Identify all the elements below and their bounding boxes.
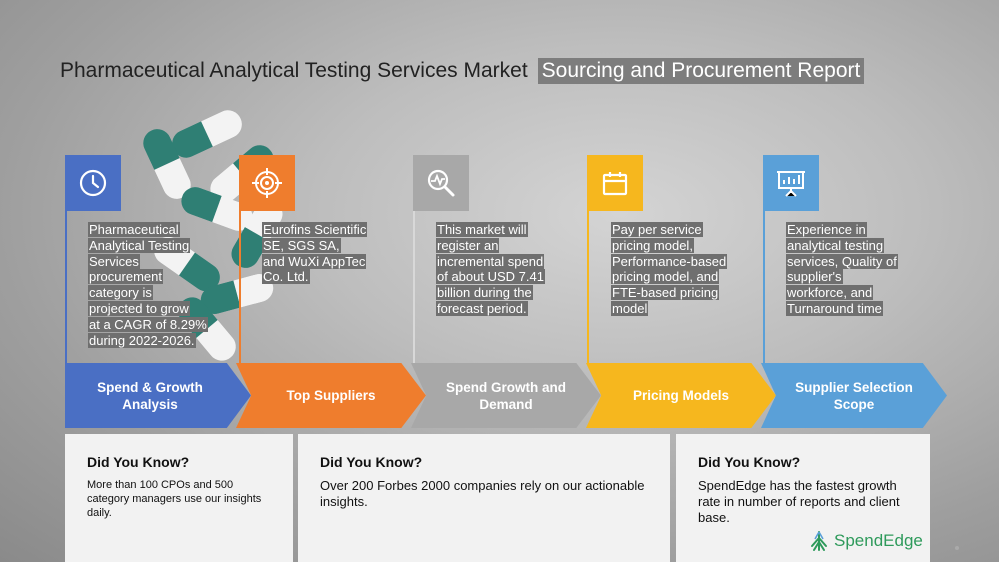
logo-text: SpendEdge bbox=[834, 531, 923, 550]
card-heading: Did You Know? bbox=[87, 454, 190, 470]
chevron-label: Spend & Growth Analysis bbox=[97, 379, 203, 412]
spendedge-logo-icon bbox=[811, 531, 827, 551]
target-icon bbox=[239, 155, 295, 211]
card-text: Over 200 Forbes 2000 companies rely on o… bbox=[320, 478, 645, 509]
connector-line bbox=[239, 211, 241, 363]
card-heading: Did You Know? bbox=[320, 454, 423, 470]
chevron-spend-demand: Spend Growth and Demand bbox=[411, 363, 601, 428]
clock-icon bbox=[65, 155, 121, 211]
calendar-icon bbox=[587, 155, 643, 211]
did-you-know-card: Did You Know? More than 100 CPOs and 500… bbox=[65, 434, 293, 562]
selection-scope-description: Experience in analytical testing service… bbox=[786, 222, 898, 316]
connector-line bbox=[413, 211, 415, 363]
card-heading: Did You Know? bbox=[698, 454, 801, 470]
slide-dot bbox=[955, 546, 959, 550]
card-text: More than 100 CPOs and 500 category mana… bbox=[87, 479, 262, 519]
connector-line bbox=[65, 211, 67, 363]
spend-growth-description: Pharmaceutical Analytical Testing Servic… bbox=[88, 222, 208, 348]
card-text: SpendEdge has the fastest growth rate in… bbox=[698, 478, 900, 525]
connector-line bbox=[587, 211, 589, 363]
chevron-spend-growth: Spend & Growth Analysis bbox=[65, 363, 251, 428]
chevron-label: Top Suppliers bbox=[286, 388, 376, 403]
report-title: Pharmaceutical Analytical Testing Servic… bbox=[60, 59, 528, 82]
chevron-selection-scope: Supplier Selection Scope bbox=[761, 363, 947, 428]
presentation-icon bbox=[763, 155, 819, 211]
connector-line bbox=[763, 211, 765, 363]
report-type-label: Sourcing and Procurement Report bbox=[537, 58, 865, 84]
did-you-know-card: Did You Know? Over 200 Forbes 2000 compa… bbox=[298, 434, 670, 562]
chevron-top-suppliers: Top Suppliers bbox=[236, 363, 426, 428]
top-suppliers-description: Eurofins Scientific SE, SGS SA, and WuXi… bbox=[262, 222, 368, 285]
chevron-label: Pricing Models bbox=[632, 388, 730, 403]
pricing-models-description: Pay per service pricing model, Performan… bbox=[611, 222, 728, 316]
did-you-know-card: Did You Know? SpendEdge has the fastest … bbox=[676, 434, 930, 562]
spendedge-logo: SpendEdge bbox=[808, 530, 923, 552]
magnifier-chart-icon bbox=[413, 155, 469, 211]
page-title: Pharmaceutical Analytical Testing Servic… bbox=[60, 58, 865, 84]
chevron-pricing-models: Pricing Models bbox=[586, 363, 776, 428]
chevron-label: Spend Growth and Demand bbox=[446, 379, 566, 412]
chevron-label: Supplier Selection Scope bbox=[795, 379, 913, 412]
spend-demand-description: This market will register an incremental… bbox=[436, 222, 545, 316]
